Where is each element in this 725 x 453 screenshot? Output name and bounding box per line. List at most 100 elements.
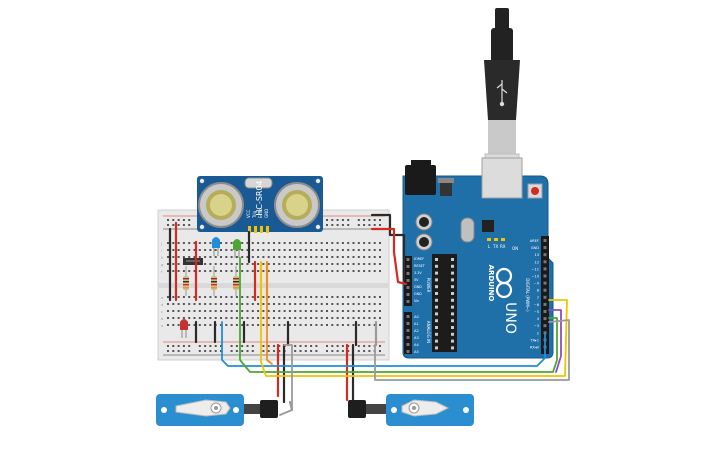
hole [357,224,360,226]
hole [257,256,260,258]
digital-pin-label: ~3 [534,324,539,328]
hole [172,303,175,305]
hole [288,249,291,251]
wire-gray [374,319,570,381]
hole [373,317,376,319]
hole [299,249,302,251]
header-pin [543,324,547,328]
hole [251,270,254,272]
hole [225,303,228,305]
hole [347,263,350,265]
hole [235,345,238,347]
arduino-model: UNO [502,302,518,334]
hole [246,263,249,265]
hole [363,256,366,258]
mcu-pin [435,319,438,323]
hole [352,263,355,265]
hole [347,224,350,226]
hole [267,249,270,251]
board-led-label: TX [492,244,498,249]
hole [278,303,281,305]
hole [304,263,307,265]
wire-red [370,227,408,286]
hole [214,256,217,258]
analog-pin-label: A3 [414,336,419,340]
header-pin [543,295,547,299]
hole [235,256,238,258]
row-letter: e [161,296,164,300]
hole [246,310,249,312]
hole [336,317,339,319]
hole [363,249,366,251]
hole [315,350,318,352]
hole [294,270,297,272]
mcu-pin [435,305,438,309]
hole [230,324,233,326]
digital-section-label: DIGITAL (PWM~) [525,278,530,312]
hole [299,345,302,347]
hole [357,270,360,272]
hole [262,270,265,272]
hole [204,256,207,258]
hole [193,242,196,244]
hole [336,350,339,352]
hole [357,242,360,244]
hole [257,324,260,326]
breadboard-row-letters: j i h g f e d c b a [160,242,164,328]
header-pin [543,246,547,250]
hole [315,310,318,312]
hole [315,296,318,298]
hole [331,270,334,272]
power-pin-label: 5V [414,278,419,282]
hole [209,324,212,326]
hole [235,324,238,326]
arduino-logo-icon [495,267,513,299]
row-letter: h [161,256,163,260]
hole [315,256,318,258]
hole [167,324,169,326]
hole [198,310,201,312]
hole [188,310,191,312]
hole [315,317,318,319]
hole [167,303,169,305]
hole [357,256,360,258]
hole [288,296,291,298]
hole [182,256,185,258]
hole [336,303,339,305]
mcu-pin [451,285,454,289]
hole [283,242,286,244]
hole [220,303,222,305]
hole [379,317,381,319]
hole [267,242,270,244]
hole [220,350,222,352]
hole [204,242,207,244]
hole [167,296,169,298]
hole [204,310,207,312]
mcu-pin [451,258,454,261]
hole [278,296,281,298]
hole [368,219,371,221]
row-letter: d [161,303,163,307]
hole [315,270,318,272]
hole [379,249,381,251]
hole [347,296,350,298]
hole [241,310,244,312]
hole [235,303,238,305]
hole [278,310,281,312]
board-on-label: ON [512,246,518,251]
led-icon [180,319,188,338]
resistors [183,266,239,296]
hole [331,345,334,347]
hole [304,303,307,305]
hole [172,296,175,298]
hole [368,270,371,272]
hole [235,317,238,319]
analog-section-label: ANALOG IN [426,321,431,343]
hole [182,317,185,319]
hole [257,303,260,305]
hole [326,296,328,298]
hole [177,249,180,251]
digital-pin-label: TX▸1 [529,338,539,342]
hole [198,317,201,319]
hole [220,256,222,258]
